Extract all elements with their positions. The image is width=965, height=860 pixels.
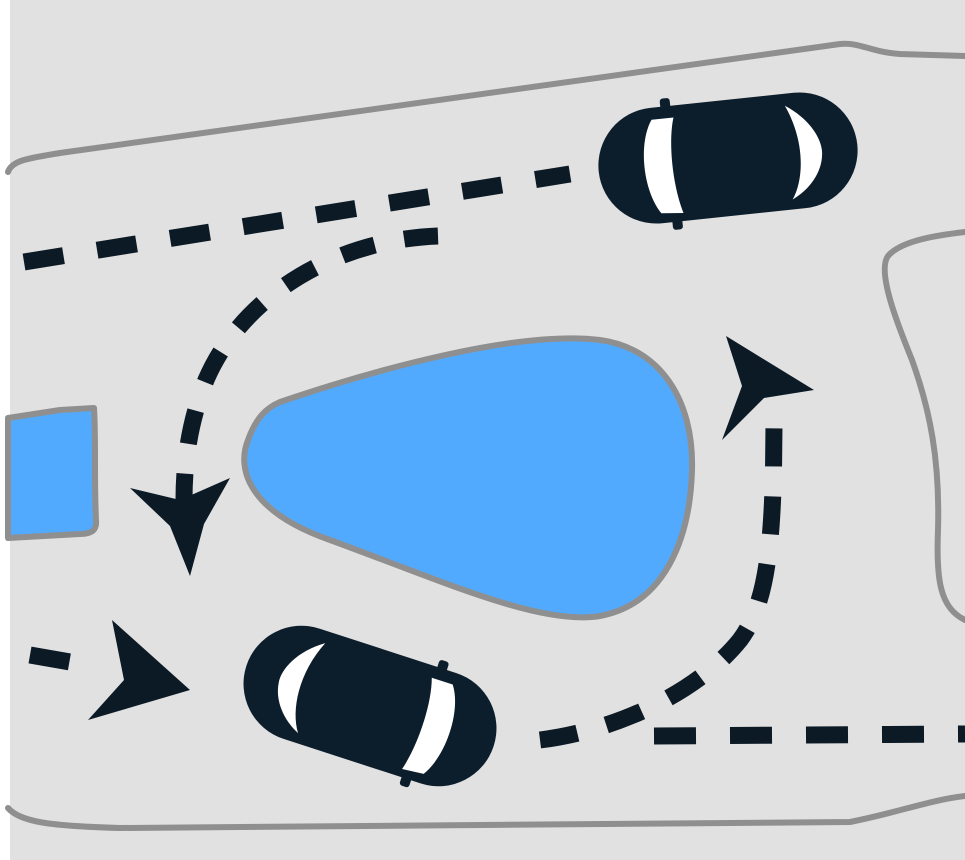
right-curb-island [881, 229, 965, 623]
path-bottom-left-entry [28, 646, 106, 677]
road-edge-bottom [5, 793, 965, 832]
car-top-windshield [643, 117, 684, 214]
path-top-straight [22, 165, 572, 271]
car-top-rear-window [784, 105, 823, 200]
car-top-mirror-upper [659, 98, 671, 113]
arrow-down [130, 478, 230, 576]
left-water-strip [5, 405, 100, 541]
arrow-right [88, 620, 190, 720]
car-bottom [243, 625, 497, 788]
path-u-turn-right [538, 409, 783, 749]
dashed-paths [22, 165, 965, 749]
path-u-turn-left [175, 227, 439, 501]
road-edge-top [5, 40, 965, 175]
car-bottom-mirror-upper [436, 660, 449, 675]
car-top-mirror-lower [672, 215, 683, 230]
car-top [598, 92, 858, 230]
path-bottom-straight [653, 725, 965, 745]
arrow-up [722, 336, 814, 440]
car-bottom-windshield [402, 677, 456, 774]
car-bottom-mirror-lower [399, 772, 413, 788]
central-water-island [241, 335, 696, 621]
car-bottom-rear-window [277, 643, 326, 734]
